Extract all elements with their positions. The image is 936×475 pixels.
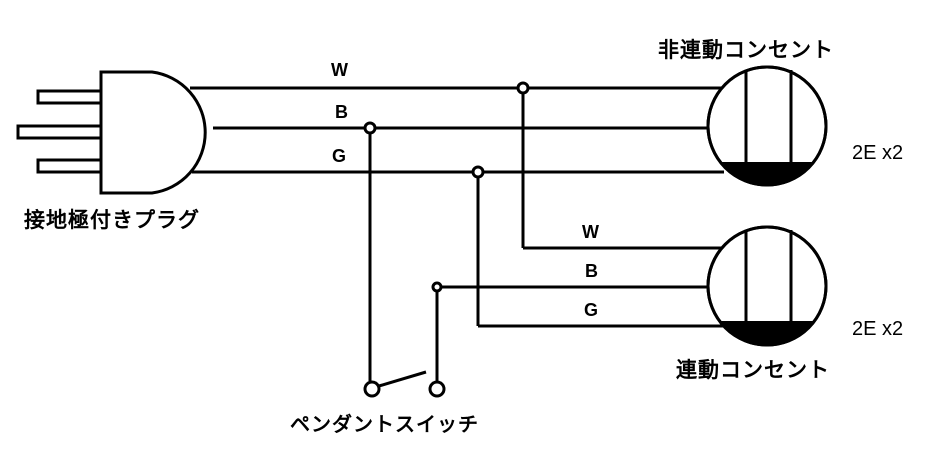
junction-b <box>363 121 377 135</box>
switch-label: ペンダントスイッチ <box>290 412 479 436</box>
plug-prong-ground <box>16 124 103 140</box>
wire-label-b-main: B <box>335 102 348 122</box>
switch-lever <box>378 370 427 388</box>
plug-body <box>99 70 207 195</box>
outlet-unlinked-spec: 2E x2 <box>852 142 904 164</box>
wire-label-w-main: W <box>331 60 348 80</box>
switch-terminal-right <box>428 380 446 398</box>
wire-label-b-branch: B <box>585 261 598 281</box>
switch-terminal-left <box>363 380 381 398</box>
wire-label-g-branch: G <box>584 300 599 320</box>
junction-switch-out <box>431 281 443 293</box>
plug-prong-bottom <box>36 158 103 174</box>
plug-prong-top <box>36 89 103 105</box>
outlet-linked-label: 連動コンセント <box>676 358 830 382</box>
outlet-linked <box>706 225 828 347</box>
wire-label-g-main: G <box>332 146 347 166</box>
outlet-unlinked <box>706 65 828 187</box>
wire-label-w-branch: W <box>582 222 599 242</box>
junction-g <box>471 165 485 179</box>
outlet-unlinked-label: 非連動コンセント <box>658 38 834 62</box>
outlet-linked-spec: 2E x2 <box>852 318 904 340</box>
plug-label: 接地極付きプラグ <box>24 208 200 232</box>
junction-w <box>516 81 530 95</box>
